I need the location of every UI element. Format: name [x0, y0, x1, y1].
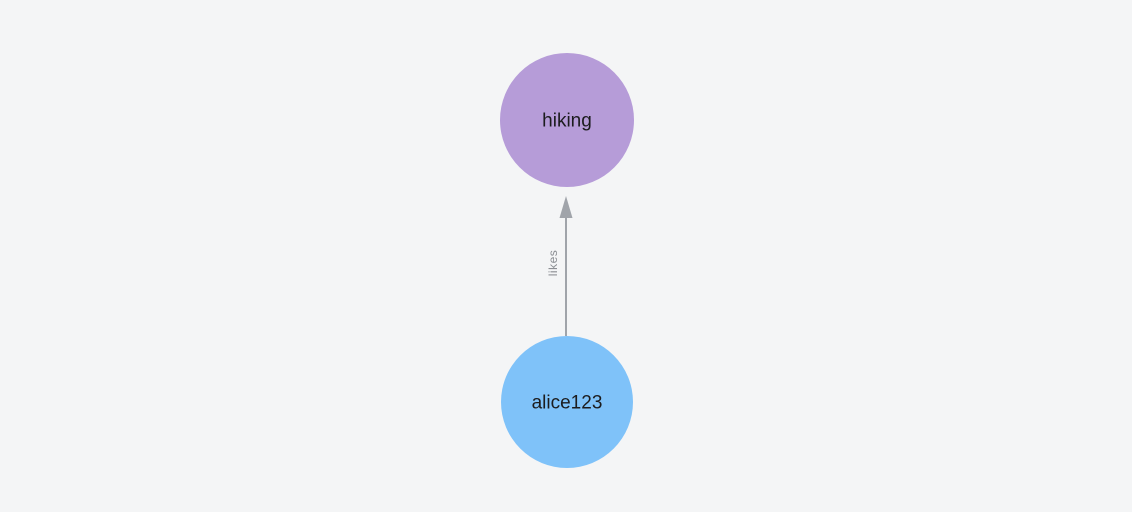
- edge-label: likes: [546, 250, 560, 277]
- arrow-up-icon: [559, 196, 573, 218]
- node-hiking[interactable]: hiking: [500, 53, 634, 187]
- node-alice123-circle[interactable]: [501, 336, 633, 468]
- node-hiking-label: hiking: [542, 111, 592, 132]
- node-alice123-label: alice123: [532, 393, 603, 414]
- node-alice123[interactable]: alice123: [501, 336, 633, 468]
- node-hiking-circle[interactable]: [500, 53, 634, 187]
- edge-alice123-likes-hiking: likes: [546, 196, 573, 336]
